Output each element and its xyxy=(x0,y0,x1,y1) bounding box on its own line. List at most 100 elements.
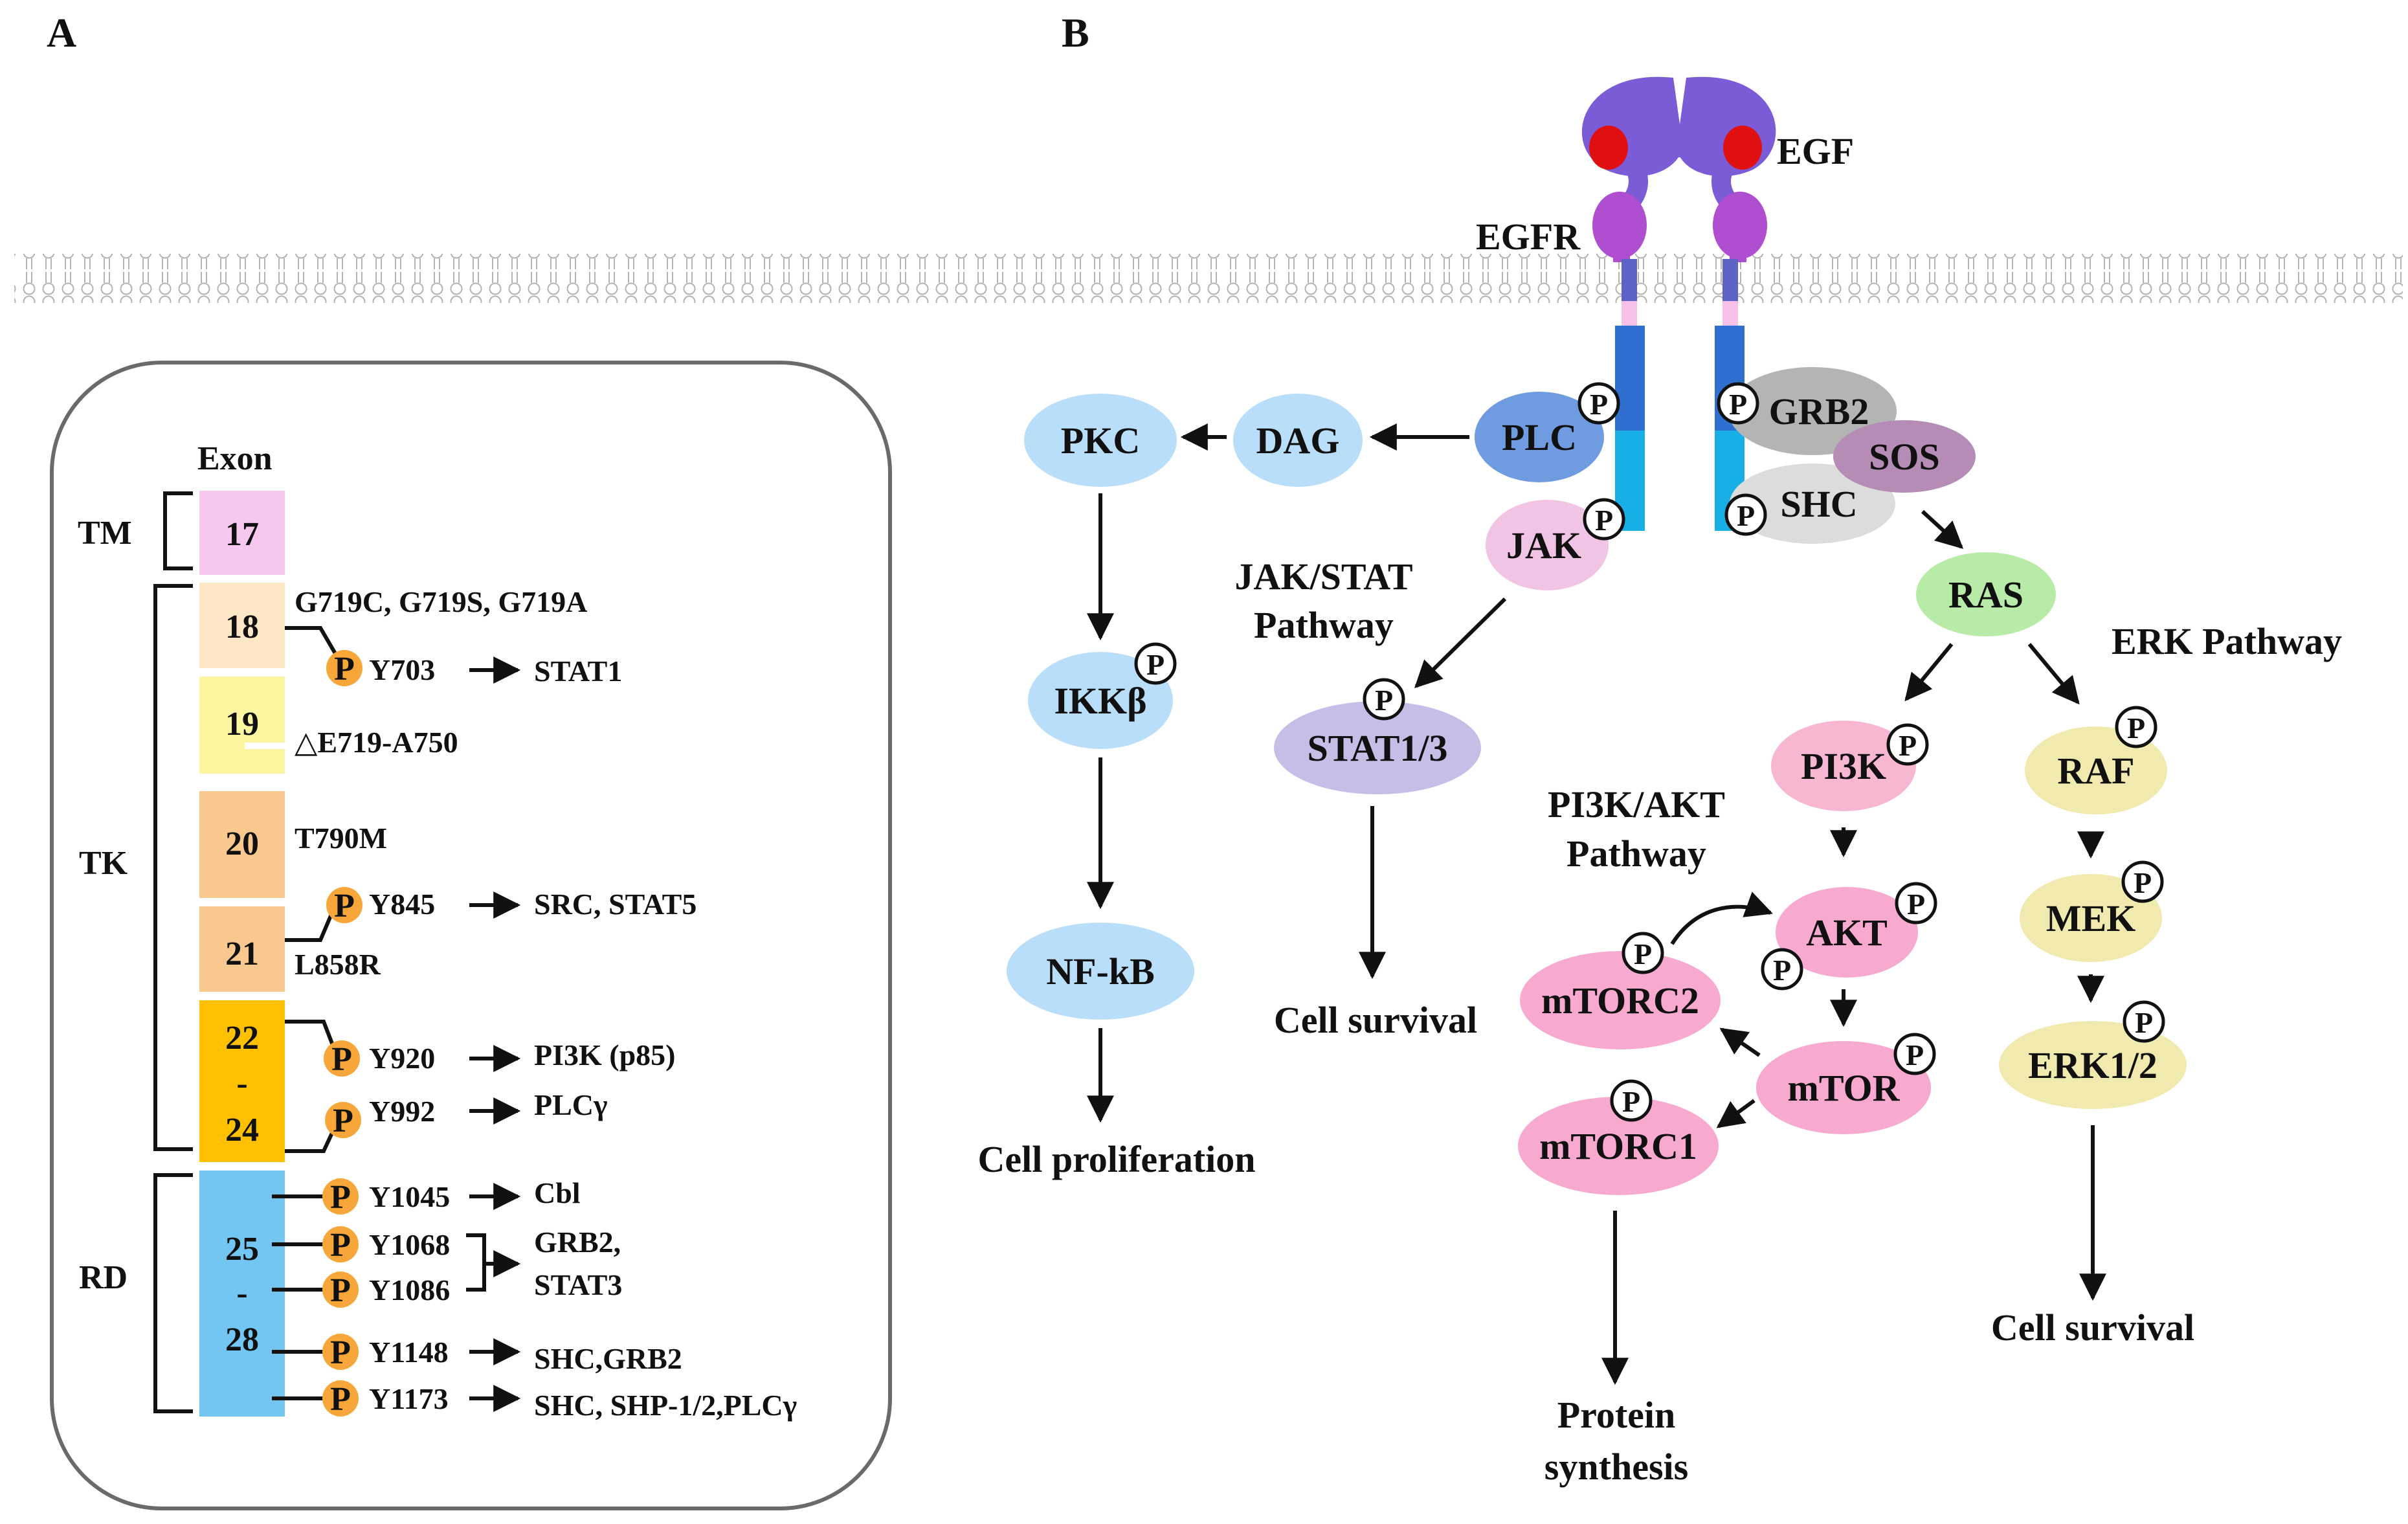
svg-text:P: P xyxy=(334,651,355,688)
node-mek xyxy=(2020,874,2162,962)
target-y1148: SHC,GRB2 xyxy=(534,1342,682,1375)
exon-25-label: 25 xyxy=(225,1231,259,1268)
node-grb2-label: GRB2 xyxy=(1769,390,1869,432)
node-dag xyxy=(1233,394,1363,487)
exon-21-label: 21 xyxy=(225,936,259,972)
svg-text:P: P xyxy=(1899,729,1917,762)
exon-21-block xyxy=(199,906,285,992)
pathway-pi3k-line2: Pathway xyxy=(1566,833,1706,875)
svg-text:P: P xyxy=(1907,888,1925,921)
p-badge-ikkb: P xyxy=(1134,642,1177,685)
exon-24-label: 24 xyxy=(225,1112,259,1149)
exon-19-label: 19 xyxy=(225,706,259,743)
outcome-protein-line1: Protein xyxy=(1557,1394,1676,1436)
mutation-g719: G719C, G719S, G719A xyxy=(295,585,587,618)
svg-text:P: P xyxy=(1729,388,1747,421)
node-shc-label: SHC xyxy=(1780,483,1857,525)
lipid-bilayer-membrane xyxy=(14,254,2403,303)
phospho-icon xyxy=(326,650,362,686)
mutation-del19: △E719-A750 xyxy=(295,726,458,759)
node-pi3k-label: PI3K xyxy=(1801,745,1886,787)
p-site-y992: P xyxy=(325,1102,361,1139)
site-y845: Y845 xyxy=(369,888,435,921)
node-pi3k xyxy=(1771,721,1916,811)
arrow-shc-ras xyxy=(1921,510,1964,549)
rd-domain-label: RD xyxy=(79,1259,128,1296)
p-badge-akt-upper: P xyxy=(1895,882,1937,924)
svg-text:P: P xyxy=(1146,648,1165,681)
p-badge-mtorc2: P xyxy=(1622,932,1664,974)
pathway-jakstat-line1: JAK/STAT xyxy=(1234,555,1412,598)
node-sos-label: SOS xyxy=(1869,436,1940,478)
egf-label: EGF xyxy=(1777,130,1854,172)
phospho-icon xyxy=(325,1102,361,1138)
svg-text:P: P xyxy=(330,1227,351,1264)
node-mek-label: MEK xyxy=(2046,897,2136,939)
p-site-y1148: P xyxy=(322,1334,359,1371)
mutation-t790m: T790M xyxy=(295,822,387,855)
exon-25-28-dash: - xyxy=(236,1275,247,1312)
arrow-ras-raf xyxy=(2027,643,2080,705)
node-ikkb-label: IKKβ xyxy=(1054,680,1146,722)
exon-header: Exon xyxy=(197,440,273,477)
arrow-mtorc2-akt xyxy=(1670,891,1773,945)
receptor-tm-right xyxy=(1722,259,1738,301)
exon-20-block xyxy=(199,791,285,898)
node-ikkb xyxy=(1028,652,1173,749)
phospho-icon xyxy=(326,887,362,923)
site-y703: Y703 xyxy=(369,653,435,686)
node-nfkb-label: NF-kB xyxy=(1046,950,1155,992)
node-akt xyxy=(1776,887,1918,978)
node-plc-label: PLC xyxy=(1502,416,1577,458)
phospho-icon xyxy=(1761,948,1803,991)
target-y992: PLCγ xyxy=(534,1088,608,1121)
receptor-kinase-left xyxy=(1615,326,1645,431)
p-badge-mtor: P xyxy=(1893,1033,1936,1075)
node-mtor xyxy=(1756,1041,1931,1134)
p-badge-akt-lower: P xyxy=(1761,948,1803,991)
arrow-mtor-mtorc1 xyxy=(1716,1099,1756,1128)
exon-28-label: 28 xyxy=(225,1321,259,1358)
receptor-neck-right xyxy=(1730,223,1746,262)
node-erk-label: ERK1/2 xyxy=(2028,1044,2157,1086)
exon-22-label: 22 xyxy=(225,1020,259,1057)
p-badge-shc: P xyxy=(1724,493,1767,536)
exon-18-label: 18 xyxy=(225,609,259,645)
phospho-icon xyxy=(322,1272,359,1308)
site-y1045: Y1045 xyxy=(369,1180,450,1213)
svg-text:P: P xyxy=(1590,388,1608,421)
site-y992: Y992 xyxy=(369,1095,435,1128)
svg-text:P: P xyxy=(2135,1006,2153,1039)
receptor-juxta-right xyxy=(1722,301,1738,326)
svg-text:P: P xyxy=(2127,712,2145,745)
outcome-proliferation: Cell proliferation xyxy=(977,1138,1255,1180)
p-badge-mtorc1: P xyxy=(1610,1079,1653,1122)
site-y1148: Y1148 xyxy=(369,1336,449,1369)
phospho-icon xyxy=(1622,932,1664,974)
exon-22-24-block xyxy=(199,1000,285,1162)
svg-text:P: P xyxy=(1737,499,1755,532)
egfr-label: EGFR xyxy=(1476,216,1581,258)
svg-text:P: P xyxy=(1773,954,1791,987)
target-y1045: Cbl xyxy=(534,1176,581,1209)
panel-b-signaling: EGF EGFR PKC DAG PLC JAK GRB2 SHC SOS RA… xyxy=(14,76,2403,1488)
p-badge-plc: P xyxy=(1577,382,1620,425)
tk-domain-label: TK xyxy=(79,845,128,882)
phospho-icon xyxy=(1724,493,1767,536)
outcome-survival-stat: Cell survival xyxy=(1274,999,1477,1041)
node-mtorc2 xyxy=(1520,951,1721,1049)
outcome-protein-line2: synthesis xyxy=(1544,1446,1688,1488)
svg-text:P: P xyxy=(1375,684,1393,717)
exon-19-block xyxy=(199,677,285,774)
p-site-y1086: P xyxy=(322,1272,359,1309)
p-badge-grb2: P xyxy=(1717,382,1759,425)
site-y1068: Y1068 xyxy=(369,1228,450,1261)
svg-text:P: P xyxy=(1595,504,1613,537)
node-dag-label: DAG xyxy=(1256,420,1340,462)
node-pkc-label: PKC xyxy=(1061,420,1140,462)
svg-text:P: P xyxy=(1906,1038,1924,1071)
egf-ligand-right xyxy=(1723,126,1762,170)
site-y920: Y920 xyxy=(369,1042,435,1075)
p-badge-erk: P xyxy=(2123,1000,2165,1043)
phospho-icon xyxy=(1583,498,1625,541)
